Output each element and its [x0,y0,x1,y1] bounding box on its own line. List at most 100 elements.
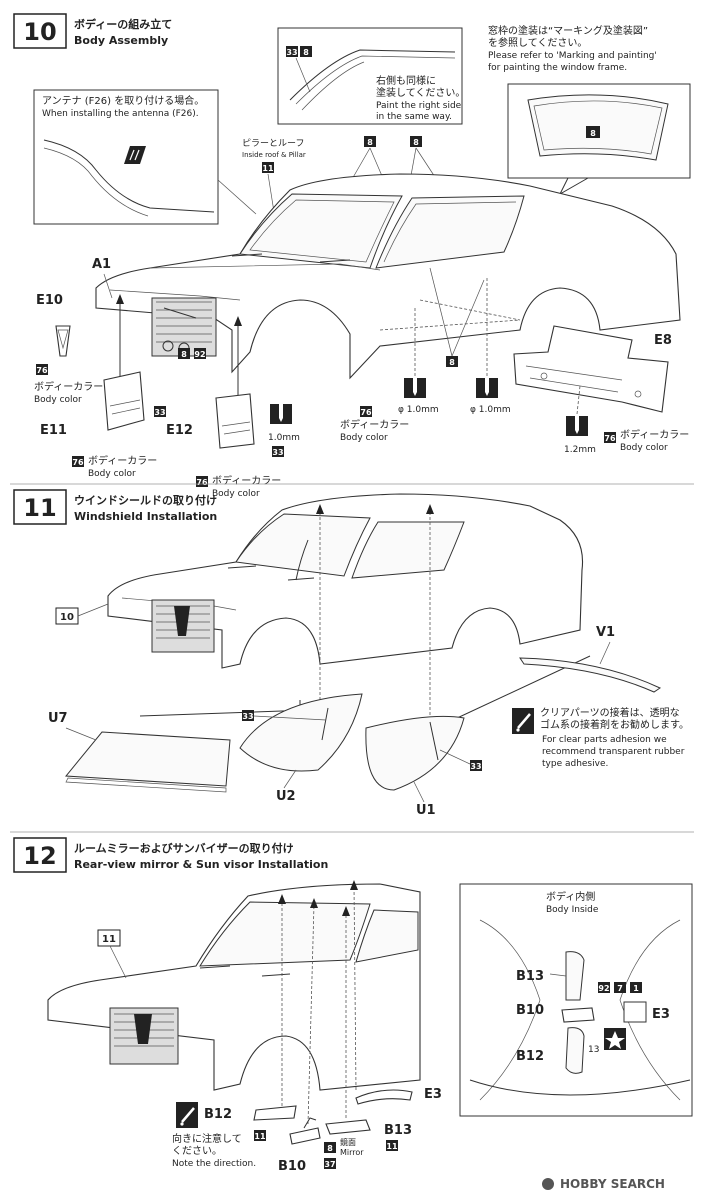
svg-text:11: 11 [262,164,274,173]
drill-icon-1: 1.0mm [268,404,300,443]
svg-text:When installing the antenna (F: When installing the antenna (F26). [42,109,199,119]
svg-text:33: 33 [470,762,481,771]
svg-text:右側も同様に: 右側も同様に [376,74,436,87]
color-11-tag [254,1130,266,1141]
step-10-title-en: Body Assembly [74,34,168,47]
part-a1: A1 [92,257,111,272]
u2-part [239,693,363,772]
window-note-jp2: を参照してください。 [488,36,587,49]
svg-text:向きに注意して: 向きに注意して [172,1132,242,1145]
u1-part [365,715,465,791]
step-11-title-en: Windshield Installation [74,510,217,523]
part-u2: U2 [276,789,296,804]
color-1-tag [630,982,642,993]
svg-text:7: 7 [617,984,623,993]
side-window-opening-11 [351,521,465,579]
svg-text:76: 76 [196,478,208,487]
grille [151,297,217,357]
v1-part [519,657,662,693]
color-33-tag [470,760,482,771]
svg-text:37: 37 [324,1160,335,1169]
part-e12: E12 [166,423,193,438]
step-12-title-jp: ルームミラーおよびサンバイザーの取り付け [74,841,294,855]
ref-step-11-box [97,929,121,947]
svg-text:ボディーカラー: ボディーカラー [212,474,281,487]
window-frame-note: 窓枠の塗装は“マーキング及塗装図” を参照してください。 Please refe… [488,24,657,73]
svg-text:HOBBY SEARCH: HOBBY SEARCH [560,1177,665,1191]
step12-parts: B12 11 向きに注意して ください。 Note the direction.… [172,1087,442,1174]
part-e11: E11 [40,423,67,438]
window-note-jp1: 窓枠の塗装は“マーキング及塗装図” [488,24,648,37]
step-10-title-jp: ボディーの組み立て [74,17,172,31]
svg-text:8: 8 [327,1144,333,1153]
step-10-number: 10 [23,18,56,46]
color-92-tag [194,348,206,359]
svg-text:ピラーとルーフ: ピラーとルーフ [242,138,304,149]
part-b12: B12 [204,1107,232,1122]
decal-13: 13 [588,1045,599,1055]
svg-text:ください。: ください。 [172,1145,222,1157]
step11-parts: V1 U7 33 U2 33 U1 クリアパーツの接着は、透明な ゴム系の接着剤… [48,625,689,818]
svg-text:Body color: Body color [340,433,388,443]
svg-text:92: 92 [598,984,609,993]
svg-text:33: 33 [154,408,165,417]
b10-part [289,1127,321,1145]
drill-icon-2: φ 1.0mm [398,306,439,415]
b12-part [253,1105,297,1121]
svg-text:76: 76 [72,458,84,467]
color-76-tag [196,476,208,487]
svg-text:ボディーカラー: ボディーカラー [88,454,157,467]
car-body-step11: 10 [55,493,591,730]
e11-part [103,371,145,431]
color-33-tag [154,406,166,417]
b12-inside [565,1027,585,1074]
svg-text:8: 8 [367,138,373,147]
svg-text:11: 11 [386,1142,398,1151]
right-side-callout: 33 8 右側も同様に 塗装してください。 Paint the right si… [277,27,465,125]
color-11-tag [262,162,274,173]
svg-text:10: 10 [60,612,74,623]
step-10-header: 10 ボディーの組み立て Body Assembly [13,13,172,49]
car-body-step12: 11 [47,880,421,1125]
svg-text:Mirror: Mirror [340,1148,364,1157]
antenna-callout: アンテナ (F26) を取り付ける場合。 When installing the… [33,89,257,225]
b13-inside [565,951,585,1001]
svg-text:8: 8 [303,48,309,57]
part-e8: E8 [654,333,672,348]
step-11-header: 11 ウインドシールドの取り付け Windshield Installation [13,489,217,525]
step-11-title-jp: ウインドシールドの取り付け [74,493,217,507]
svg-text:8: 8 [181,350,187,359]
color-76-tag [604,432,616,443]
color-33-tag [242,710,254,721]
car-body-step10 [95,173,681,380]
color-11-tag [386,1140,398,1151]
svg-text:type adhesive.: type adhesive. [542,759,608,769]
svg-text:アンテナ (F26) を取り付ける場合。: アンテナ (F26) を取り付ける場合。 [42,94,204,107]
color-8-tag [300,46,312,57]
antenna-part-icon [124,146,146,164]
svg-text:ボディ内側: ボディ内側 [546,890,595,903]
svg-text:φ 1.0mm: φ 1.0mm [398,405,439,415]
svg-text:Body color: Body color [212,489,260,499]
svg-text:クリアパーツの接着は、透明な: クリアパーツの接着は、透明な [540,706,680,719]
svg-text:ゴム系の接着剤をお勧めします。: ゴム系の接着剤をお勧めします。 [540,718,689,731]
b10-inside [561,1007,595,1023]
svg-text:鏡面: 鏡面 [340,1137,356,1147]
step-12-title-en: Rear-view mirror & Sun visor Installatio… [74,858,328,871]
windshield-opening-11 [235,513,371,577]
step-11-box [13,489,67,525]
color-8-tag [324,1142,336,1153]
svg-text:8: 8 [590,129,596,138]
adhesive-tip: クリアパーツの接着は、透明な ゴム系の接着剤をお勧めします。 For clear… [512,706,689,769]
color-76-tag [72,456,84,467]
step-12-box [13,837,67,873]
color-33-tag [272,446,284,457]
inside-e3: E3 [652,1007,670,1022]
color-76-tag [36,364,48,375]
svg-text:33: 33 [242,712,253,721]
side-window-opening-12 [355,909,419,963]
svg-text:Body Inside: Body Inside [546,905,599,915]
inside-b13: B13 [516,969,544,984]
svg-text:Note the direction.: Note the direction. [172,1159,256,1169]
